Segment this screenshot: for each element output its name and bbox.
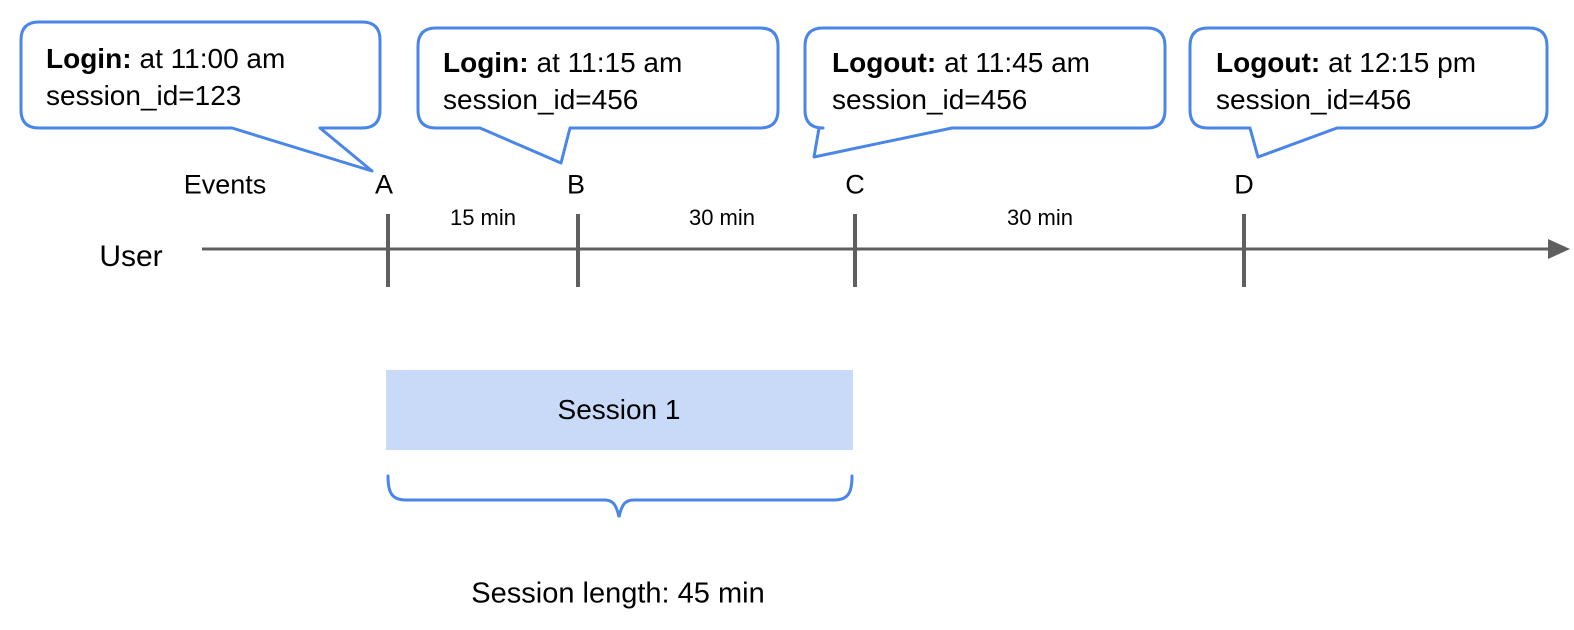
callout-c-time: at 11:45 am	[944, 47, 1090, 78]
callout-b-time: at 11:15 am	[536, 47, 683, 78]
event-letter-a: A	[374, 169, 394, 200]
session-box-label: Session 1	[557, 394, 681, 425]
callout-b-session-id: session_id=456	[443, 84, 639, 115]
event-letter-d: D	[1234, 169, 1254, 200]
session-brace	[386, 474, 854, 518]
callout-text-d: Logout:at 12:15 pm session_id=456	[1216, 44, 1476, 118]
callout-c-event-type: Logout:	[832, 47, 937, 78]
callout-text-c: Logout:at 11:45 am session_id=456	[832, 44, 1090, 118]
callout-c-session-id: session_id=456	[832, 84, 1028, 115]
callout-text-b: Login:at 11:15 am session_id=456	[443, 44, 682, 118]
callout-c-line1: Logout:at 11:45 am	[832, 44, 1090, 81]
callout-d-event-type: Logout:	[1216, 47, 1321, 78]
callout-a-line1: Login:at 11:00 am	[46, 40, 285, 77]
user-axis-label: User	[99, 240, 163, 273]
session-box	[386, 370, 853, 450]
callout-b-line1: Login:at 11:15 am	[443, 44, 682, 81]
callout-text-a: Login:at 11:00 am session_id=123	[46, 40, 285, 114]
callout-bubble-c	[803, 26, 1167, 159]
callout-d-session-id: session_id=456	[1216, 84, 1412, 115]
callout-a-session-id: session_id=123	[46, 80, 242, 111]
session-length-label: Session length: 45 min	[471, 577, 765, 610]
callout-bubble-a	[19, 20, 382, 173]
callout-d-line1: Logout:at 12:15 pm	[1216, 44, 1476, 81]
callout-bubble-b	[416, 26, 780, 165]
callout-d-time: at 12:15 pm	[1328, 47, 1477, 78]
callout-a-time: at 11:00 am	[139, 43, 286, 74]
interval-label-ab: 15 min	[449, 205, 517, 230]
interval-label-cd: 30 min	[1006, 205, 1074, 230]
event-letter-c: C	[845, 169, 865, 200]
interval-label-bc: 30 min	[688, 205, 756, 230]
callout-bubble-d	[1188, 26, 1549, 159]
events-label: Events	[183, 169, 267, 200]
callout-a-event-type: Login:	[46, 43, 132, 74]
timeline-arrowhead-icon	[1548, 239, 1570, 259]
callout-b-event-type: Login:	[443, 47, 529, 78]
event-letter-b: B	[566, 169, 586, 200]
